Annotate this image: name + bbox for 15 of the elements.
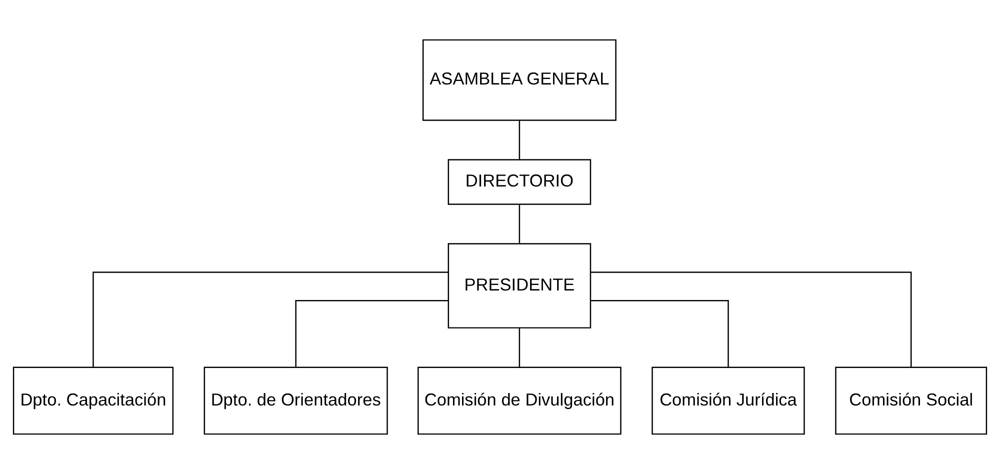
connector — [590, 300, 729, 366]
node-box: Comisión de Divulgación — [418, 366, 622, 434]
node-box: ASAMBLEA GENERAL — [422, 38, 616, 120]
node-box: Comisión Social — [835, 366, 988, 434]
connector — [518, 120, 520, 160]
node-box: PRESIDENTE — [448, 242, 592, 328]
node-box: Comisión Jurídica — [652, 366, 805, 434]
node-box: Dpto. Capacitación — [12, 366, 174, 434]
node-box: Dpto. de Orientadores — [204, 366, 388, 434]
connector — [518, 204, 520, 244]
connector — [92, 271, 448, 367]
connector — [518, 327, 520, 367]
connector — [590, 271, 912, 367]
node-box: DIRECTORIO — [448, 158, 592, 204]
connector — [295, 300, 448, 366]
